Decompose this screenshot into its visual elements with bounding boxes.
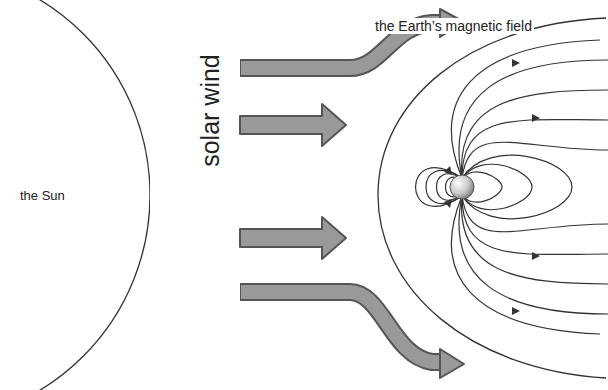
magnetosphere: the Earth’s magnetic field <box>370 0 608 390</box>
node-label: the Sun <box>20 188 65 203</box>
field-lines <box>416 40 608 334</box>
earth-sphere <box>450 175 474 199</box>
solar-wind-arrows <box>240 9 464 378</box>
magnetosphere-outline <box>370 0 608 390</box>
sun-disc: the Sun <box>0 0 150 390</box>
field-arrowheads <box>444 59 540 315</box>
node-label: the Earth’s magnetic field <box>373 18 534 34</box>
vertical-label: solar wind <box>198 54 223 167</box>
